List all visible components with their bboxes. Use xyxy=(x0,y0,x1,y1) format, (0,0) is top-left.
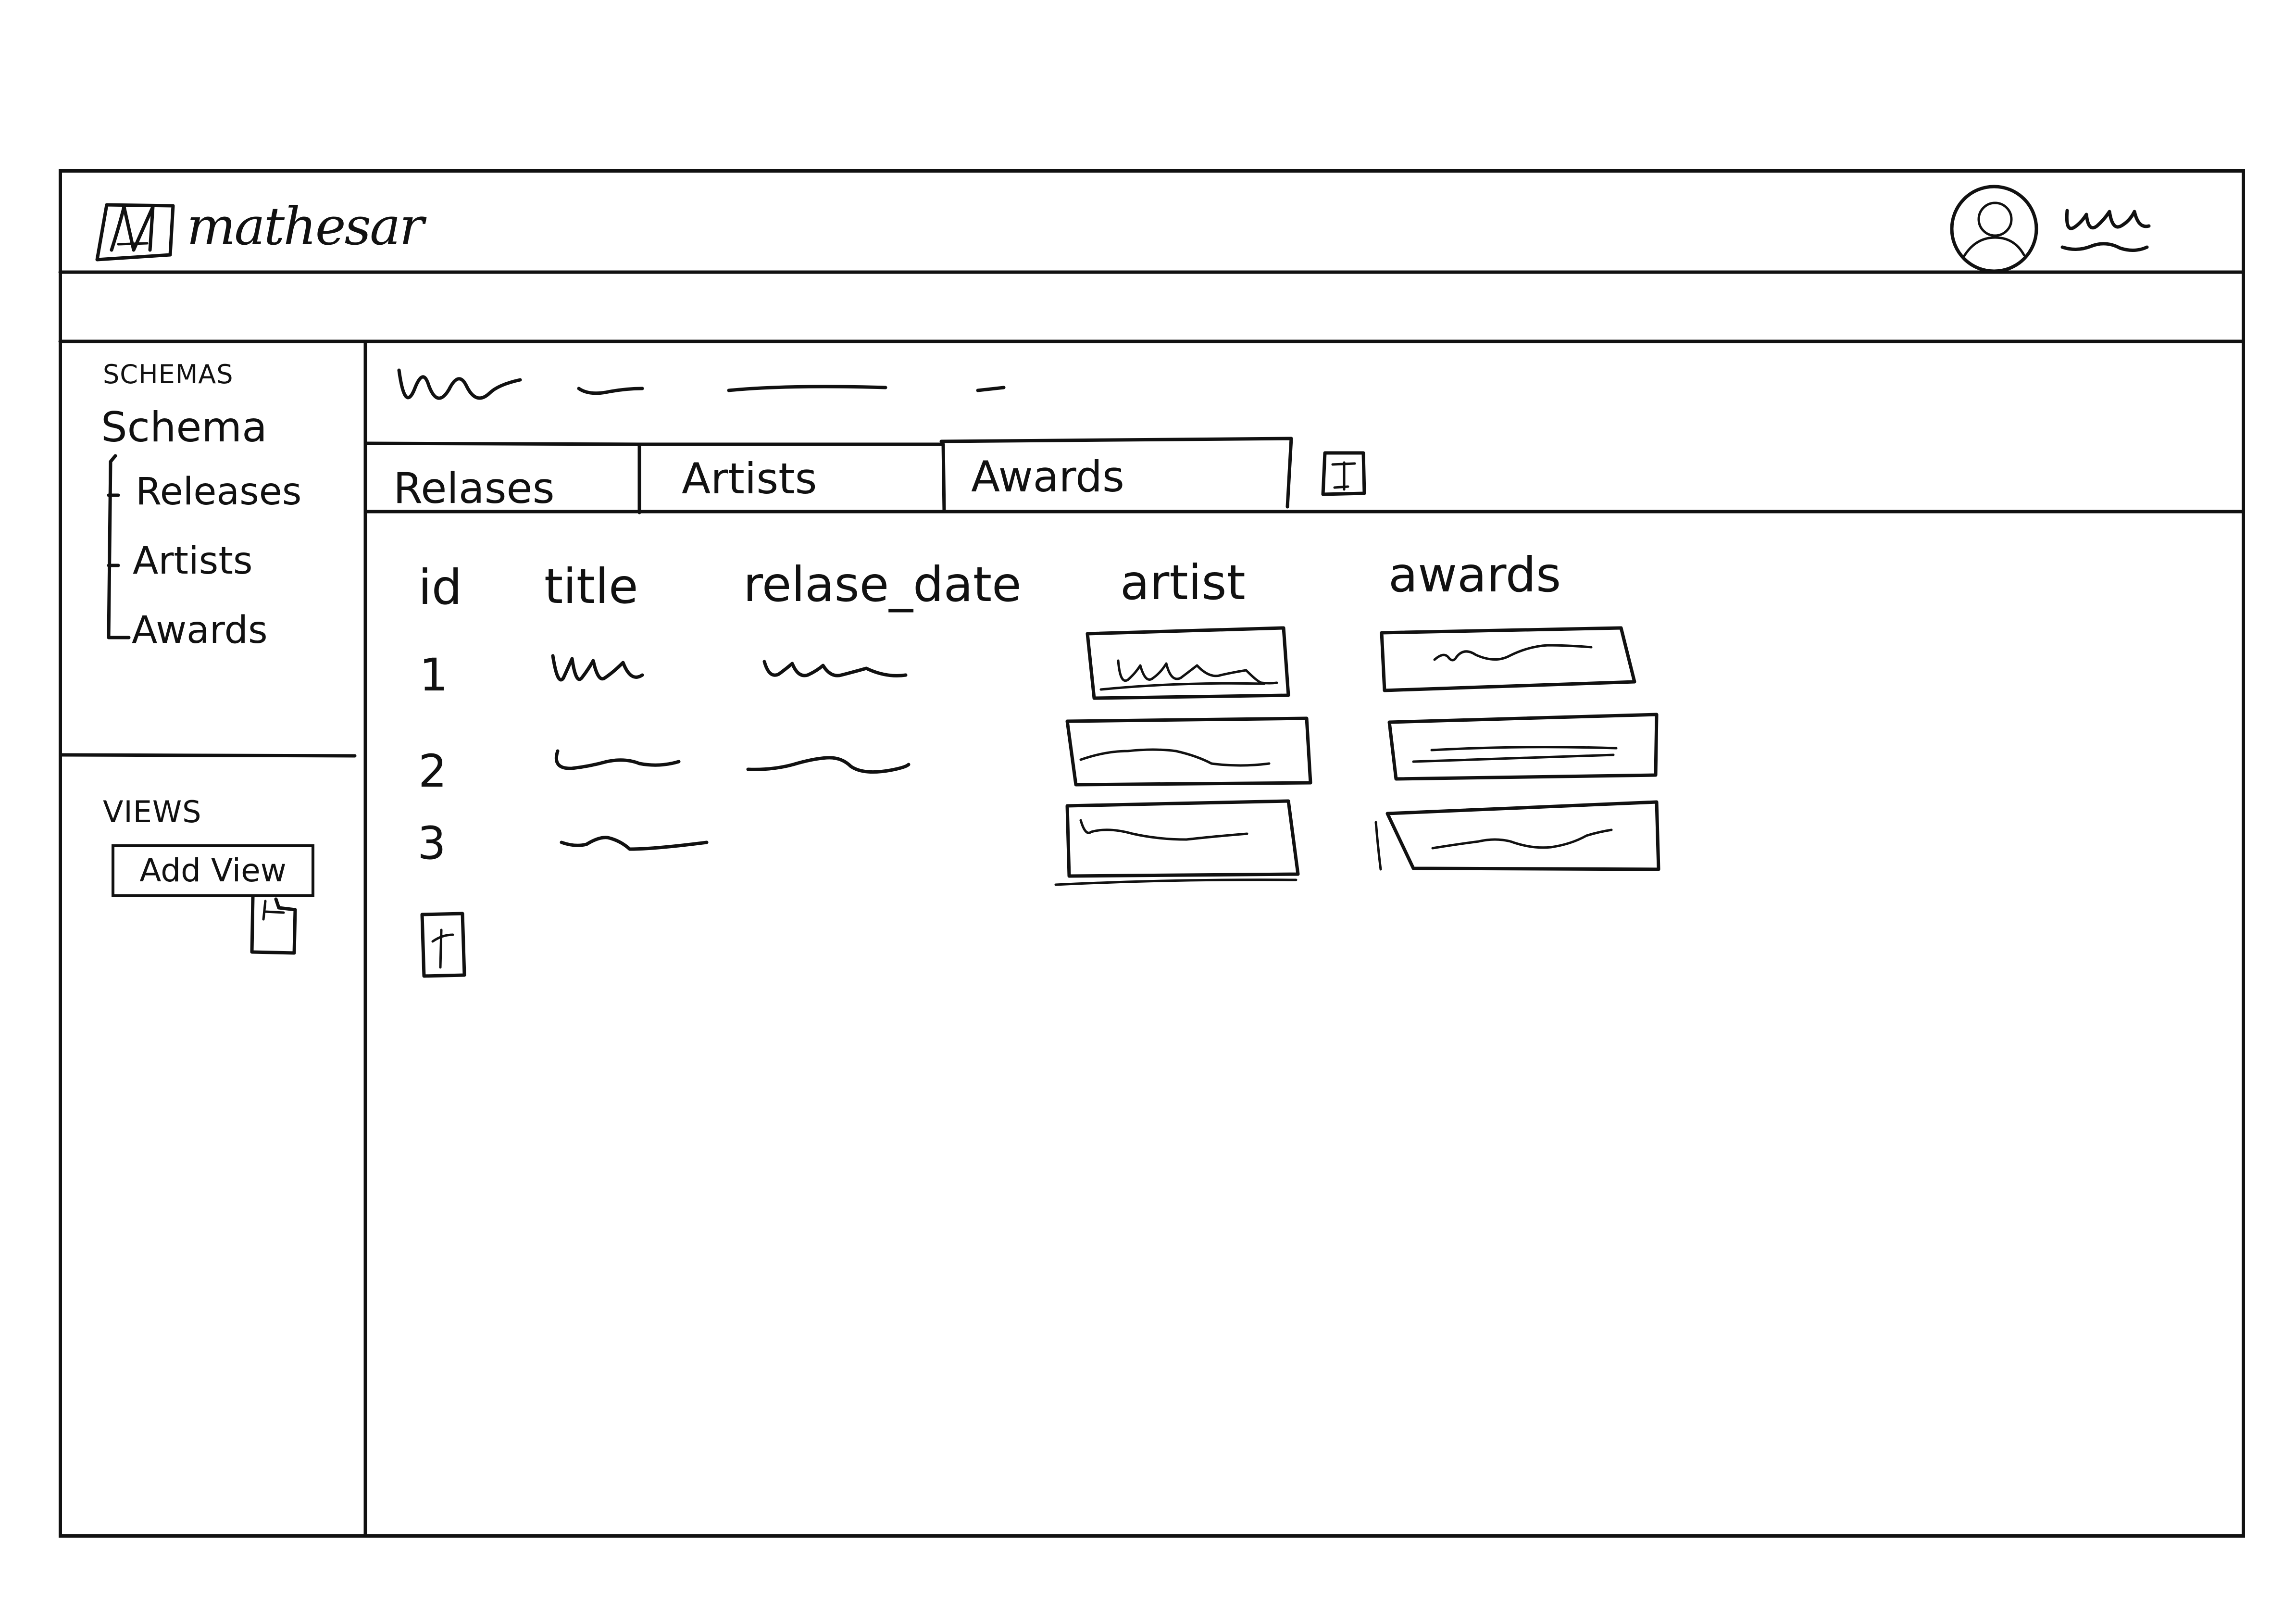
column-header-title[interactable]: title xyxy=(544,558,638,614)
column-header-id[interactable]: id xyxy=(418,559,462,615)
logo-mark-letter xyxy=(110,205,155,252)
schema-name[interactable]: Schema xyxy=(101,403,267,451)
sidebar-item-artists[interactable]: Artists xyxy=(133,539,253,583)
cell-scribble xyxy=(551,654,644,682)
column-header-artist[interactable]: artist xyxy=(1120,554,1246,611)
add-row-button xyxy=(420,912,466,978)
sidebar-item-releases[interactable]: Releases xyxy=(136,470,302,514)
row-id-cell[interactable]: 2 xyxy=(418,745,447,798)
title-scribble xyxy=(976,386,1006,392)
hand-pointer-icon xyxy=(250,895,297,955)
cell-scribble xyxy=(762,660,908,677)
add-tab-button xyxy=(1321,451,1366,496)
tab-border xyxy=(637,442,946,514)
tabbar-top-line xyxy=(364,441,641,446)
artist-link-cell xyxy=(1065,799,1300,878)
tab-releases[interactable]: Relases xyxy=(393,464,555,513)
tab-artists[interactable]: Artists xyxy=(682,454,817,503)
awards-link-cell xyxy=(1385,800,1660,871)
username-scribble xyxy=(2065,209,2151,230)
artist-link-cell xyxy=(1086,626,1290,700)
awards-link-cell xyxy=(1380,626,1636,692)
user-circle-icon xyxy=(1950,185,2038,273)
app-logo-text[interactable]: mathesar xyxy=(187,197,424,257)
schemas-heading: SCHEMAS xyxy=(103,359,234,389)
row-id-cell[interactable]: 1 xyxy=(419,649,448,702)
artist-link-cell xyxy=(1065,716,1312,787)
views-heading: VIEWS xyxy=(103,794,202,829)
title-scribble xyxy=(397,368,522,400)
awards-link-cell xyxy=(1387,713,1659,781)
sidebar-item-awards[interactable]: Awards xyxy=(132,609,268,652)
cell-scribble xyxy=(560,836,709,851)
column-header-awards[interactable]: awards xyxy=(1388,547,1561,603)
cell-scribble xyxy=(746,756,911,774)
username-underline xyxy=(2060,242,2149,252)
tab-awards[interactable]: Awards xyxy=(971,452,1124,501)
title-scribble xyxy=(727,385,887,392)
plus-icon xyxy=(1331,461,1356,491)
app-window xyxy=(59,169,2245,1538)
cell-scribble xyxy=(554,749,681,770)
plus-icon xyxy=(431,928,454,969)
column-header-release-date[interactable]: relase_date xyxy=(743,556,1022,613)
sidebar-section-divider xyxy=(60,753,357,758)
title-scribble xyxy=(577,387,644,395)
tree-connector xyxy=(107,454,131,639)
logo-mark-box xyxy=(95,203,175,262)
row-id-cell[interactable]: 3 xyxy=(417,817,446,870)
add-view-button[interactable]: Add View xyxy=(112,844,314,897)
tab-border xyxy=(939,437,1293,509)
